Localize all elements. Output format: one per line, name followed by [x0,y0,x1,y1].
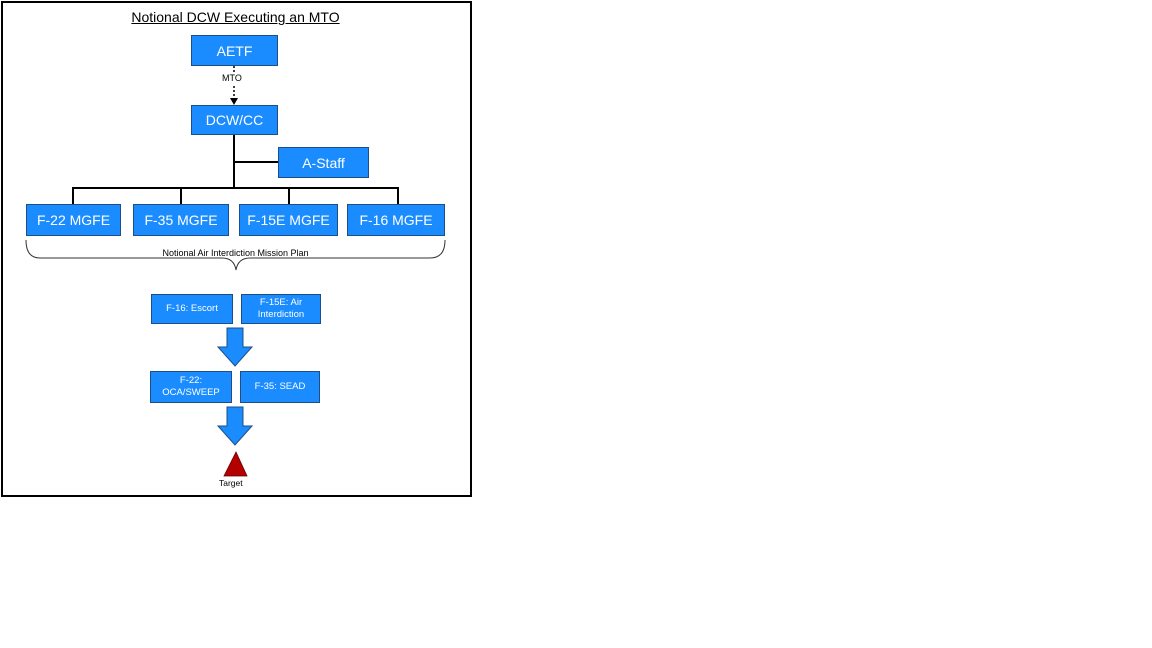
node-dcw-cc: DCW/CC [191,105,278,135]
target-label: Target [219,478,243,488]
node-a-staff: A-Staff [278,147,369,178]
node-f15e-mgfe: F-15E MGFE [239,204,338,236]
node-f22-oca-sweep: F-22: OCA/SWEEP [150,371,232,403]
node-f35-mgfe: F-35 MGFE [133,204,229,236]
plan-label: Notional Air Interdiction Mission Plan [162,248,309,258]
edge-label-mto: MTO [222,73,242,83]
node-aetf: AETF [191,35,278,66]
diagram-title: Notional DCW Executing an MTO [131,9,340,25]
plan-brace [25,239,446,271]
node-f16-mgfe: F-16 MGFE [347,204,445,236]
node-f16-escort: F-16: Escort [151,294,233,324]
down-arrow-1 [216,327,254,367]
mto-arrowhead [230,98,238,105]
node-f22-mgfe: F-22 MGFE [26,204,121,236]
down-arrow-2 [216,406,254,446]
node-f35-sead: F-35: SEAD [240,371,320,403]
node-f15e-air-interdiction: F-15E: Air Interdiction [241,294,321,324]
target-icon [223,451,248,477]
